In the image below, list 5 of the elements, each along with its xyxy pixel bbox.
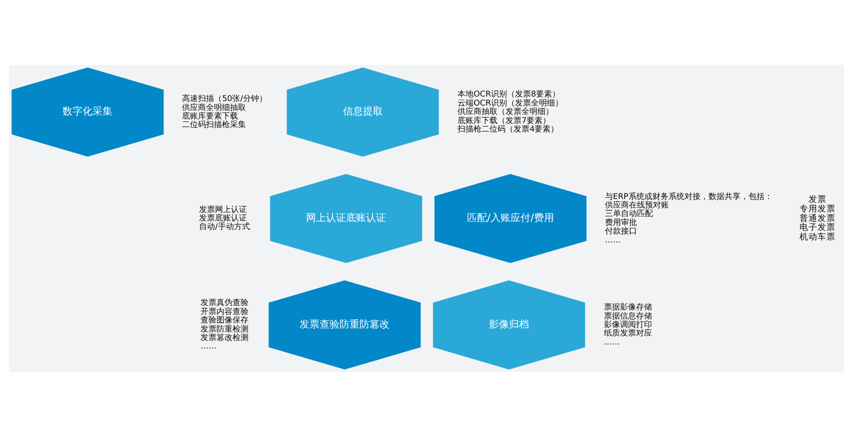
label: 普通发票 [799, 214, 836, 224]
label: 机动车票 [799, 232, 836, 243]
label: 专用发票 [799, 204, 836, 214]
label: 电子发票 [799, 223, 836, 234]
label: 发票 [808, 194, 826, 205]
